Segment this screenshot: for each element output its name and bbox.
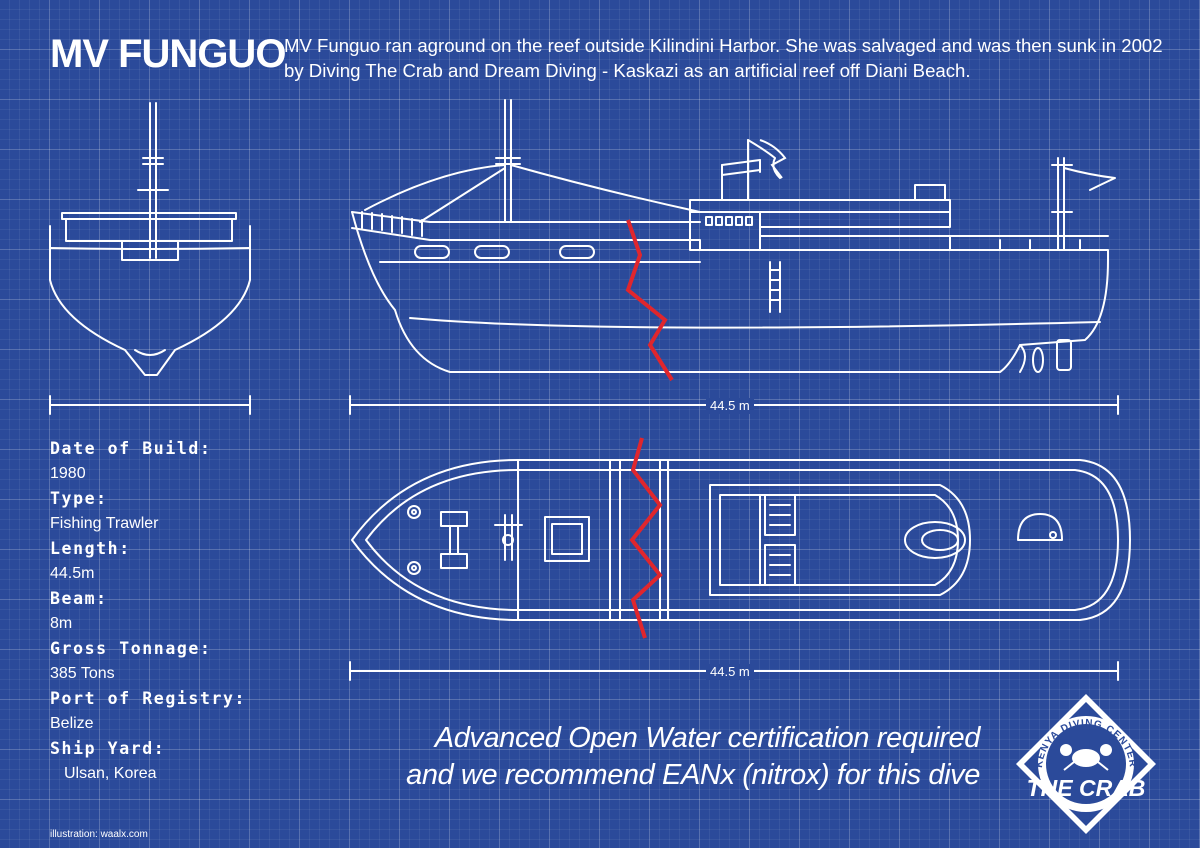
page-title: MV FUNGUO (50, 32, 286, 76)
spec-label-date-of-build: Date of Build: (50, 439, 212, 458)
certification-note-line-1: Advanced Open Water certification requir… (434, 722, 981, 754)
wreck-description: MV Funguo ran aground on the reef outsid… (284, 35, 1163, 81)
ship-specs: Date of Build: 1980 Type: Fishing Trawle… (50, 436, 300, 786)
certification-note-line-2: and we recommend EANx (nitrox) for this … (406, 759, 980, 791)
spec-value-length: 44.5m (50, 565, 95, 582)
break-mark-icon (625, 219, 674, 639)
spec-value-date-of-build: 1980 (50, 465, 86, 482)
spec-label-ship-yard: Ship Yard: (50, 739, 166, 758)
spec-value-type: Fishing Trawler (50, 515, 159, 532)
front-view (49, 102, 251, 376)
top-view (351, 459, 1131, 621)
spec-value-port-of-registry: Belize (50, 715, 94, 732)
spec-value-ship-yard: Ulsan, Korea (64, 765, 157, 782)
spec-value-beam: 8m (50, 615, 73, 632)
illustration-credit: illustration: waalx.com (50, 829, 148, 840)
spec-label-beam: Beam: (50, 589, 108, 608)
crab-icon (1060, 744, 1112, 771)
top-view-length-label: 44.5 m (706, 664, 754, 680)
spec-label-port-of-registry: Port of Registry: (50, 689, 247, 708)
spec-label-length: Length: (50, 539, 131, 558)
spec-label-type: Type: (50, 489, 108, 508)
spec-value-gross-tonnage: 385 Tons (50, 665, 115, 682)
spec-label-gross-tonnage: Gross Tonnage: (50, 639, 212, 658)
logo-name: THE CRAB (1027, 775, 1146, 801)
side-view-length-label: 44.5 m (706, 398, 754, 414)
flag-icon (759, 139, 787, 179)
side-view (351, 99, 1116, 373)
logo-badge: KENYA DIVING CENTER THE CRAB (1016, 694, 1156, 834)
certification-note: Advanced Open Water certification requir… (360, 720, 980, 794)
the-crab-logo: KENYA DIVING CENTER THE CRAB (1012, 690, 1160, 838)
